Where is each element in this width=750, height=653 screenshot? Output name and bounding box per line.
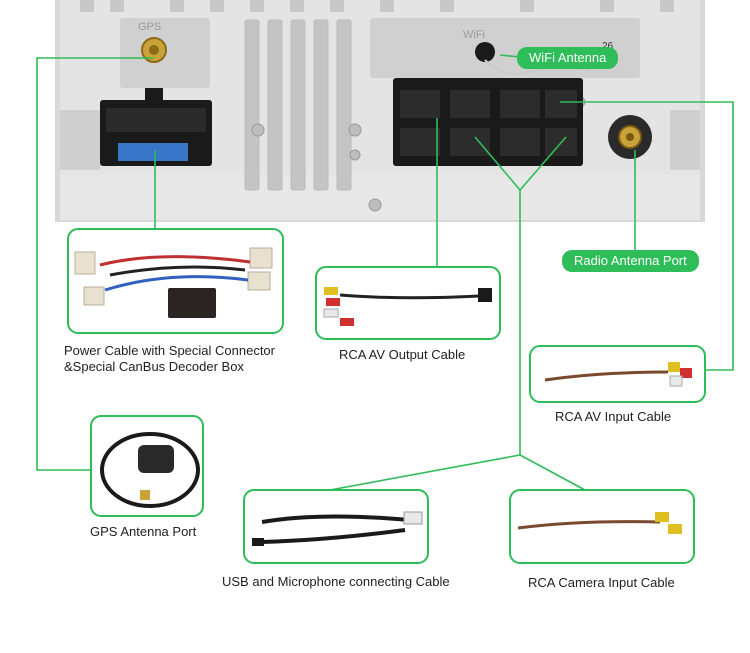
rca-camera-input-caption: RCA Camera Input Cable [528,575,675,590]
usb-microphone-box [243,489,429,564]
gps-port-label: GPS [138,21,161,33]
rca-camera-input-box [509,489,695,564]
radio-antenna-port-callout: Radio Antenna Port [562,250,699,272]
power-cable-caption-line2: &Special CanBus Decoder Box [64,359,244,374]
rca-av-output-box [315,266,501,340]
rca-av-input-caption: RCA AV Input Cable [555,409,672,424]
rca-av-input-box [529,345,706,403]
gps-connector: GPS [138,21,167,63]
av-connector-block [393,78,583,166]
wifi-number-label: 26 [602,41,614,52]
connector-lines [36,54,734,491]
power-connector [100,88,212,166]
power-cable-box [67,228,284,334]
rca-av-output-caption: RCA AV Output Cable [339,347,466,362]
device-back-panel [55,0,705,222]
usb-microphone-caption: USB and Microphone connecting Cable [222,574,450,589]
wifi-port-label: WiFi [463,29,485,41]
radio-antenna-connector [608,115,652,159]
gps-antenna-port-caption: GPS Antenna Port [90,524,197,539]
gps-antenna-box [90,415,204,517]
wifi-antenna-callout: WiFi Antenna [517,47,619,69]
power-cable-caption-line1: Power Cable with Special Connector [64,343,275,358]
